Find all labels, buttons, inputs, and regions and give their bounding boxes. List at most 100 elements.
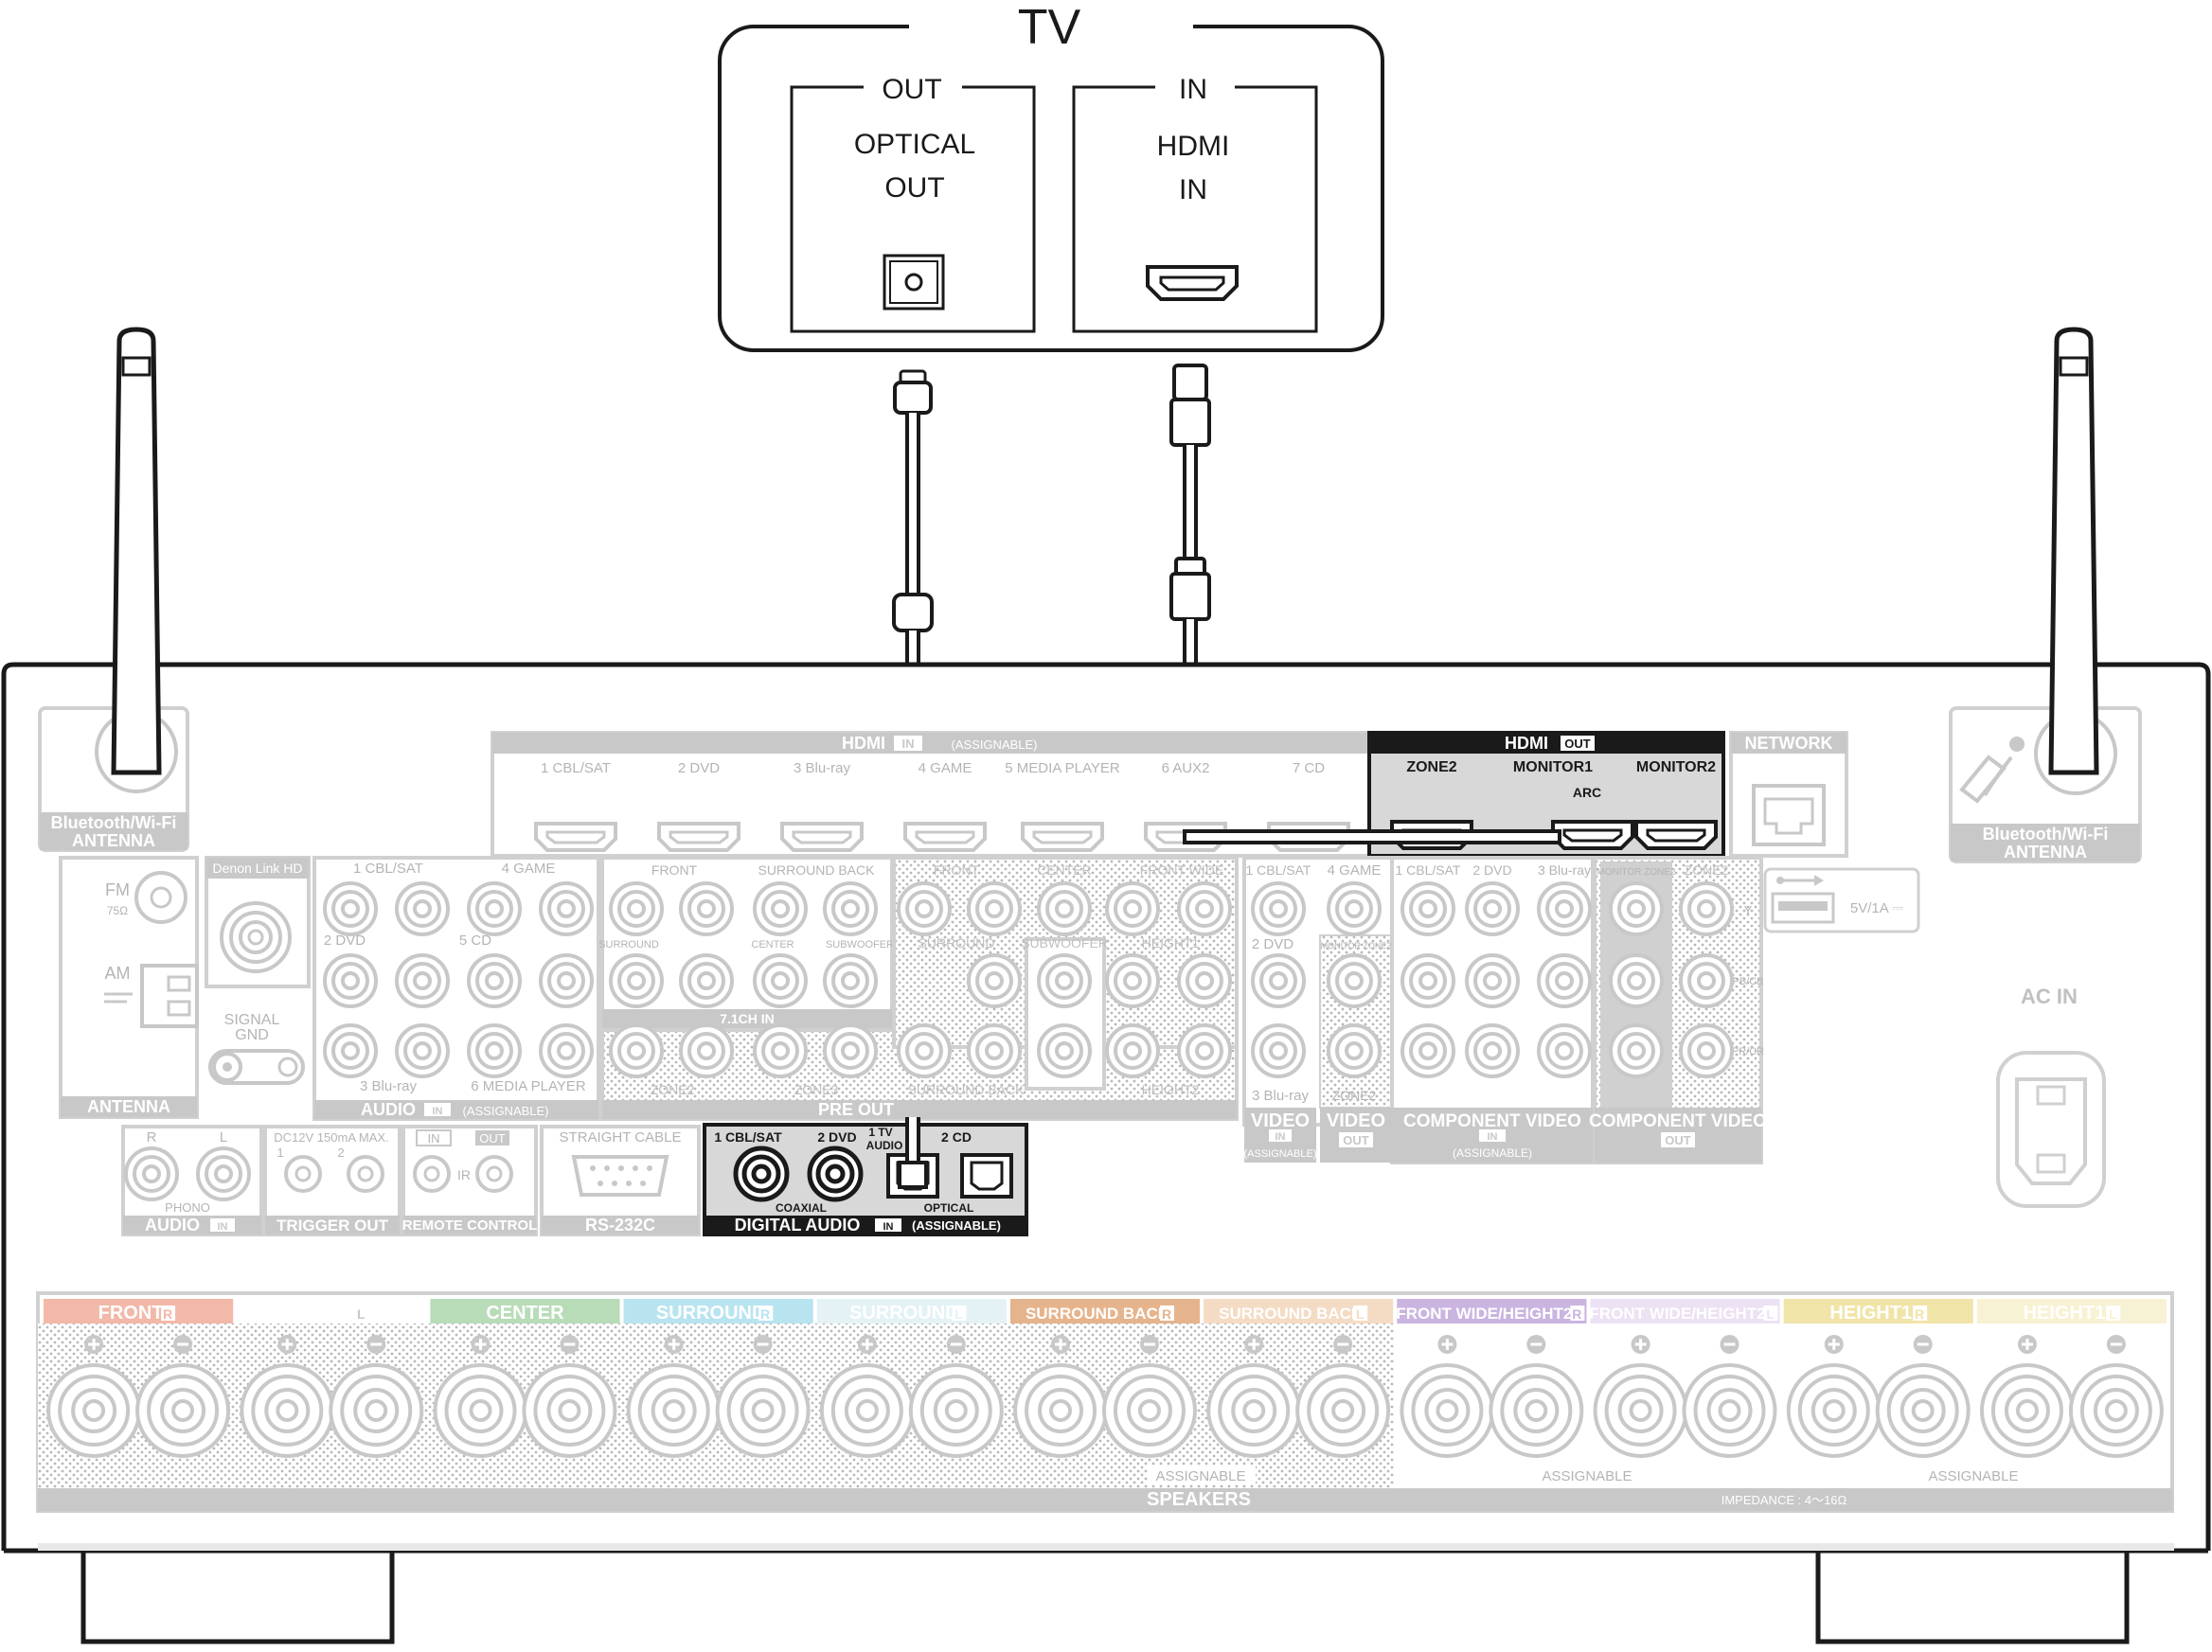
speaker-terminal-neg-2[interactable] [329,1363,424,1458]
speaker-terminal-neg-1[interactable] [135,1363,231,1458]
component-in-jack-2-1[interactable] [1537,953,1592,1008]
speaker-terminal-neg-7[interactable] [1295,1363,1391,1458]
component-in-jack-1-1[interactable] [1465,953,1520,1008]
component-in-jack-2-2[interactable] [1537,1023,1592,1078]
pre-out-jack-top-1[interactable] [967,881,1022,936]
speaker-terminal-neg-6[interactable] [1101,1363,1197,1458]
speaker-terminal-pos-8[interactable] [1400,1363,1495,1458]
speaker-terminal-pos-11[interactable] [1979,1363,2075,1458]
pre-out-jack-mid-1[interactable] [1037,953,1092,1008]
pre-out-jack-mid-2[interactable] [1105,953,1160,1008]
speaker-terminal-pos-4[interactable] [626,1363,722,1458]
audio-in-jack-2-3[interactable] [539,1023,594,1078]
pre-out-jack-top-0[interactable] [897,881,952,936]
speaker-terminal-pos-5[interactable] [819,1363,915,1458]
component-in-jack-1-0[interactable] [1465,881,1520,936]
trigger-2-jack[interactable] [347,1155,384,1193]
audio-in-jack-1-0[interactable] [323,953,378,1008]
pre-out-jack-top-2[interactable] [1037,881,1092,936]
am-antenna-terminal[interactable] [140,964,199,1028]
component-in-jack-0-0[interactable] [1400,881,1455,936]
network-port[interactable]: NETWORK [1729,731,1848,858]
hdmi-in-port-2[interactable] [657,822,740,852]
speaker-terminal-pos-6[interactable] [1013,1363,1109,1458]
audio-in-jack-0-2[interactable] [467,881,522,936]
component-in-jack-0-2[interactable] [1400,1023,1455,1078]
pre-out-jack-bot-6[interactable] [1037,1023,1092,1078]
tv-hdmi-in-port[interactable] [1146,265,1239,301]
ac-in-socket[interactable] [1996,1051,2106,1208]
video-in-jack-2[interactable] [1327,881,1382,936]
optical-2-port[interactable] [960,1153,1013,1199]
pre-out-jack-bot-8[interactable] [1177,1023,1232,1078]
speaker-terminal-neg-9[interactable] [1682,1363,1777,1458]
pre-out-jack-mid-3[interactable] [1177,953,1232,1008]
usb-port[interactable]: 5V/1A ⎓ [1763,867,1920,933]
pre-out-jack-bot-2[interactable] [753,1023,808,1078]
ch71-jack-rear-2[interactable] [753,953,808,1008]
signal-gnd-terminal[interactable] [208,1049,305,1085]
component-out-jack-1-2[interactable] [1679,1023,1734,1078]
pre-out-jack-bot-1[interactable] [679,1023,734,1078]
remote-in-jack[interactable] [413,1155,451,1193]
hdmi-in-port-3[interactable] [780,822,864,852]
pre-out-jack-top-4[interactable] [1177,881,1232,936]
ch71-jack-rear-0[interactable] [609,953,664,1008]
ch71-jack-front-0[interactable] [609,881,664,936]
hdmi-in-port-1[interactable] [534,822,617,852]
hdmi-in-port-5[interactable] [1021,822,1104,852]
speaker-terminal-pos-3[interactable] [433,1363,528,1458]
video-in-jack-3[interactable] [1251,953,1306,1008]
tv-optical-out-port[interactable] [883,254,945,311]
component-out-jack-1-0[interactable] [1679,881,1734,936]
speaker-terminal-pos-7[interactable] [1206,1363,1302,1458]
speaker-terminal-pos-1[interactable] [46,1363,142,1458]
phono-r-jack[interactable] [124,1146,179,1201]
component-out-jack-0-1[interactable] [1609,953,1664,1008]
component-out-jack-0-2[interactable] [1609,1023,1664,1078]
remote-out-jack[interactable] [475,1155,513,1193]
speaker-terminal-neg-8[interactable] [1489,1363,1584,1458]
speaker-terminal-neg-5[interactable] [908,1363,1004,1458]
speaker-terminal-neg-3[interactable] [522,1363,617,1458]
ch71-jack-front-3[interactable] [823,881,878,936]
component-in-jack-1-2[interactable] [1465,1023,1520,1078]
speaker-terminal-pos-10[interactable] [1786,1363,1882,1458]
hdmi-in-port-4[interactable] [903,822,987,852]
audio-in-jack-1-1[interactable] [395,953,450,1008]
speaker-terminal-pos-2[interactable] [240,1363,335,1458]
pre-out-jack-bot-7[interactable] [1105,1023,1160,1078]
speaker-terminal-neg-10[interactable] [1875,1363,1971,1458]
video-in-jack-1[interactable] [1251,881,1306,936]
denon-link-port[interactable]: Denon Link HD [205,856,311,988]
video-in-jack-4[interactable] [1251,1023,1306,1078]
rs232c-port[interactable] [571,1155,669,1197]
pre-out-jack-bot-5[interactable] [967,1023,1022,1078]
video-out-jack-2[interactable] [1327,1023,1382,1078]
audio-in-jack-2-2[interactable] [467,1023,522,1078]
coaxial-2-jack[interactable] [810,1148,861,1199]
audio-in-jack-2-0[interactable] [323,1023,378,1078]
audio-in-jack-0-0[interactable] [323,881,378,936]
fm-antenna-port[interactable] [134,871,187,924]
ch71-jack-rear-1[interactable] [679,953,734,1008]
component-in-jack-2-0[interactable] [1537,881,1592,936]
pre-out-jack-bot-4[interactable] [897,1023,952,1078]
pre-out-jack-bot-3[interactable] [823,1023,878,1078]
component-out-jack-1-1[interactable] [1679,953,1734,1008]
phono-l-jack[interactable] [196,1146,251,1201]
pre-out-jack-top-3[interactable] [1105,881,1160,936]
audio-in-jack-1-2[interactable] [467,953,522,1008]
coaxial-1-jack[interactable] [736,1148,787,1199]
component-out-jack-0-0[interactable] [1609,881,1664,936]
trigger-1-jack[interactable] [284,1155,322,1193]
hdmi-out-monitor2-port[interactable] [1634,820,1718,850]
audio-in-jack-0-1[interactable] [395,881,450,936]
audio-in-jack-2-1[interactable] [395,1023,450,1078]
ch71-jack-rear-3[interactable] [823,953,878,1008]
speaker-terminal-neg-11[interactable] [2068,1363,2164,1458]
video-out-jack-1[interactable] [1327,953,1382,1008]
audio-in-jack-0-3[interactable] [539,881,594,936]
audio-in-jack-1-3[interactable] [539,953,594,1008]
ch71-jack-front-1[interactable] [679,881,734,936]
